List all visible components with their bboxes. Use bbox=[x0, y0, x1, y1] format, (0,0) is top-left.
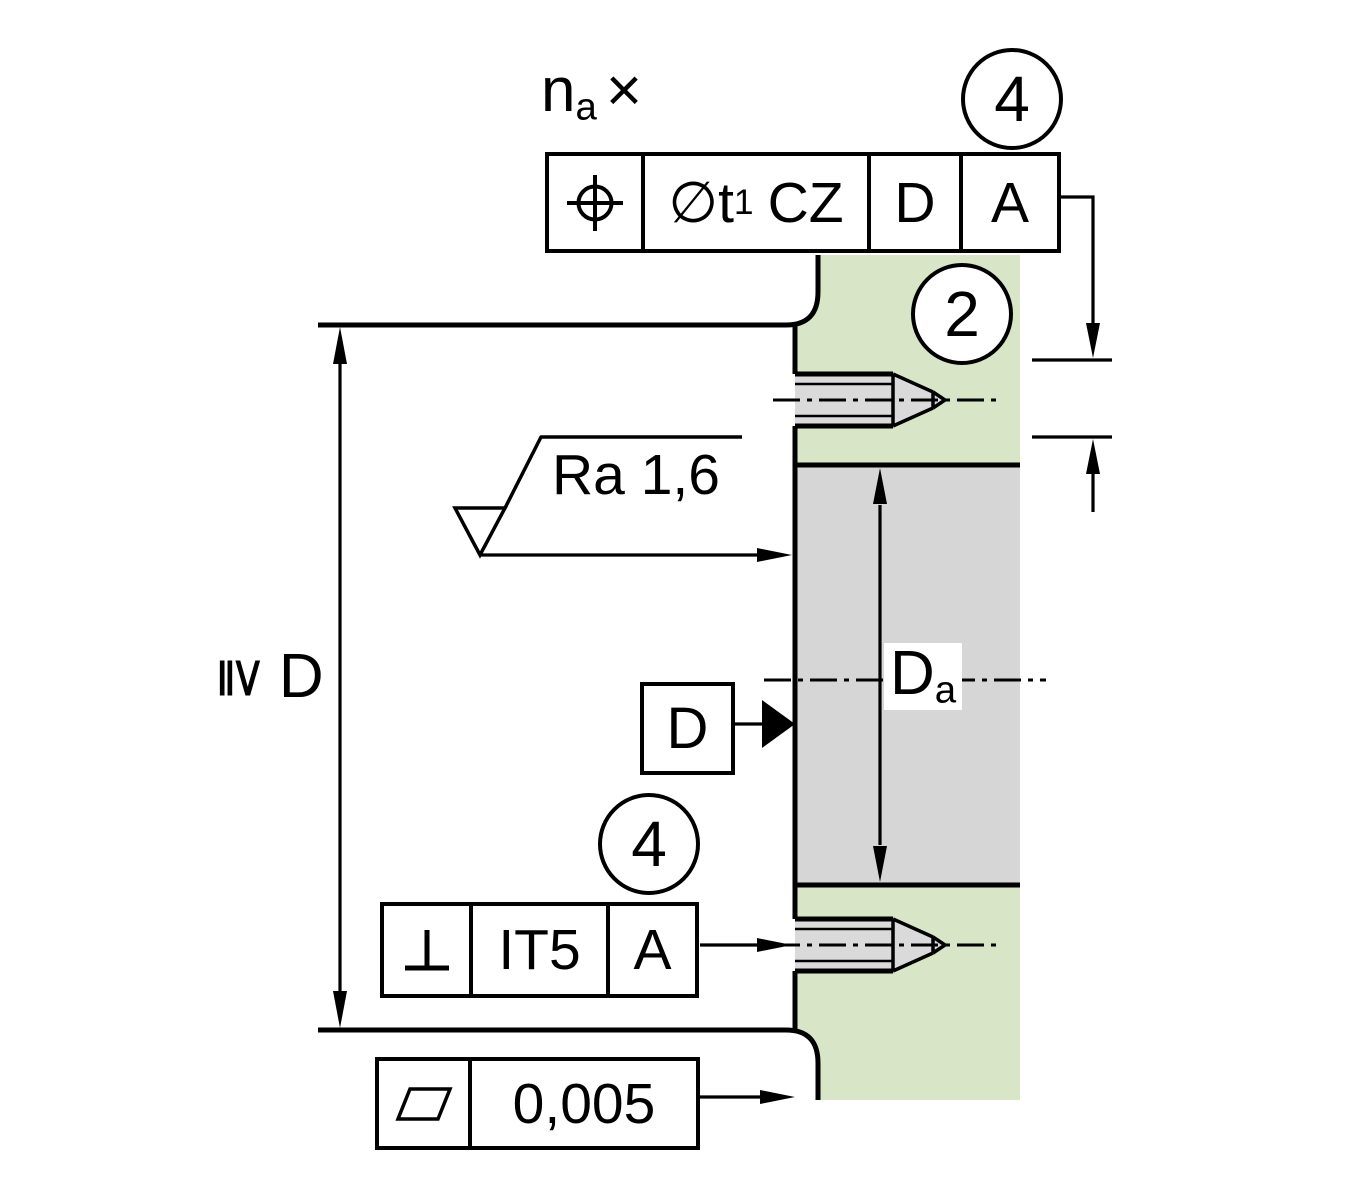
callout-lower-number: 4 bbox=[631, 808, 667, 880]
perpendicularity-frame: IT5 A bbox=[380, 902, 699, 998]
flatness-tolerance: 0,005 bbox=[468, 1061, 696, 1146]
datum-ref-d: D bbox=[867, 156, 959, 249]
min-relation-symbol: ≧ bbox=[212, 654, 276, 702]
perpendicularity-datum-label: A bbox=[633, 918, 672, 982]
perpendicularity-datum: A bbox=[606, 906, 695, 994]
bore-diameter-dimension bbox=[873, 468, 887, 882]
quantity-base: n bbox=[541, 56, 576, 125]
callout-badge-top: 4 bbox=[961, 48, 1063, 150]
quantity-label: na× bbox=[541, 60, 642, 127]
times-symbol: × bbox=[605, 56, 643, 125]
outer-dia-letter: D bbox=[278, 642, 324, 711]
part-outline bbox=[318, 255, 1020, 1100]
perpendicularity-tolerance: IT5 bbox=[469, 906, 606, 994]
datum-triangle bbox=[762, 700, 795, 748]
flatness-leader bbox=[700, 1090, 795, 1104]
callout-top-number: 4 bbox=[994, 63, 1030, 135]
datum-letter: D bbox=[666, 696, 709, 761]
datum-leader bbox=[729, 700, 795, 748]
callout-middle-number: 2 bbox=[944, 278, 980, 350]
surface-roughness-value: Ra 1,6 bbox=[552, 443, 720, 507]
outer-diameter-label: ≧D bbox=[212, 646, 323, 708]
surface-roughness-label: Ra 1,6 bbox=[552, 447, 720, 504]
bore-diameter-label: Da bbox=[884, 643, 963, 712]
flatness-value: 0,005 bbox=[512, 1071, 656, 1136]
flatness-icon bbox=[394, 1086, 453, 1121]
datum-ref-d-label: D bbox=[894, 170, 936, 235]
outer-diameter-dimension bbox=[333, 327, 347, 1028]
perpendicularity-icon bbox=[404, 930, 449, 971]
callout-badge-middle: 2 bbox=[911, 263, 1013, 365]
surface-roughness-icon bbox=[452, 435, 792, 562]
quantity-sub: a bbox=[575, 85, 597, 129]
tolerance-pre: ∅t bbox=[668, 170, 734, 235]
position-tolerance-icon bbox=[567, 174, 623, 231]
perpendicularity-leader bbox=[700, 938, 792, 952]
datum-ref-a: A bbox=[959, 156, 1057, 249]
callout-badge-lower: 4 bbox=[598, 793, 700, 895]
datum-ref-a-label: A bbox=[990, 170, 1030, 235]
roughness-leader-arrow bbox=[757, 548, 792, 562]
tolerance-sub: 1 bbox=[733, 182, 754, 222]
bore-dia-sub: a bbox=[934, 668, 957, 712]
perpendicularity-value: IT5 bbox=[498, 918, 581, 982]
datum-label-box: D bbox=[640, 682, 735, 775]
position-symbol-cell bbox=[549, 156, 641, 249]
tolerance-zone: CZ bbox=[767, 170, 844, 235]
flatness-frame: 0,005 bbox=[375, 1057, 700, 1150]
perpendicularity-symbol-cell bbox=[384, 906, 469, 994]
bore-dia-base: D bbox=[890, 639, 935, 708]
hole-offset-dimension bbox=[1032, 195, 1112, 512]
flatness-symbol-cell bbox=[379, 1061, 468, 1146]
